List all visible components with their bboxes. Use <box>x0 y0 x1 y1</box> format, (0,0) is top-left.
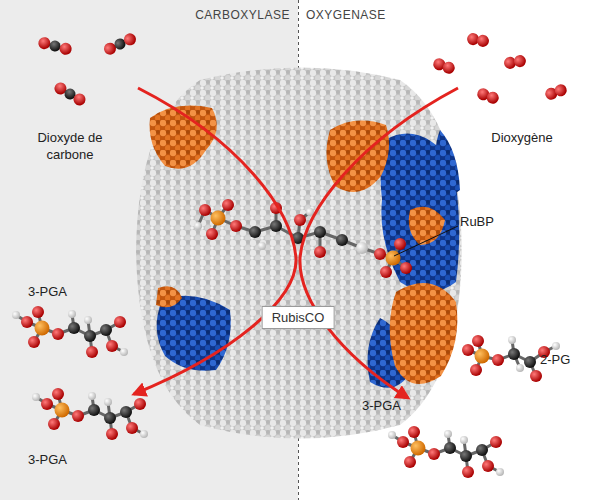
product-name: 3-PGA <box>28 284 88 301</box>
product-name: 2-PG <box>540 352 590 369</box>
node-label: RubisCO <box>272 310 325 325</box>
mode-heading: CARBOXYLASE <box>150 8 290 24</box>
molecule-name: Dioxygène <box>472 130 572 147</box>
rubisco-protein <box>136 68 462 439</box>
molecule-name: RuBP <box>460 214 520 231</box>
o2-molecules <box>432 32 569 105</box>
reaction-arrows <box>134 88 458 398</box>
leader-line <box>394 226 458 256</box>
mode-heading: OXYGENASE <box>306 8 446 24</box>
product-name: 3-PGA <box>28 452 88 469</box>
product-molecules <box>12 306 560 478</box>
product-name: 3-PGA <box>362 398 422 415</box>
co2-molecules <box>37 31 138 107</box>
molecule-name: Dioxyde de carbone <box>22 130 118 164</box>
enzyme-label-box: RubisCO <box>262 306 335 329</box>
